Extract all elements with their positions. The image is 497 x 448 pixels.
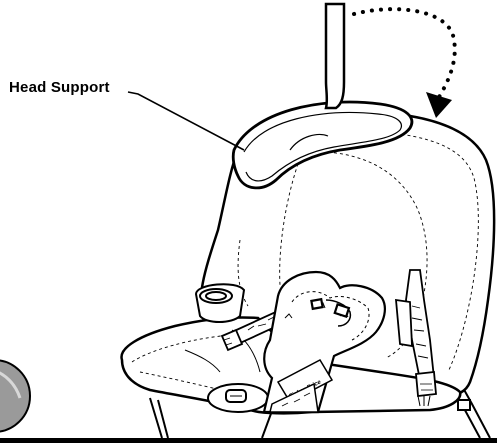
vibration-unit bbox=[207, 383, 269, 413]
inner-cushion-stitch-left bbox=[279, 157, 301, 286]
dotted-curved-arrow-icon bbox=[352, 7, 457, 118]
head-support-label: Head Support bbox=[9, 79, 110, 96]
head-support-strap bbox=[324, 2, 346, 110]
restraint-pad: Fisher-Price bbox=[262, 270, 386, 414]
side-stitch bbox=[237, 239, 249, 307]
logo-badge bbox=[276, 359, 334, 403]
toy-bar-mount bbox=[194, 283, 246, 323]
bottom-bar bbox=[0, 438, 497, 443]
left-buckle-strap bbox=[220, 308, 288, 352]
callout-leader-line bbox=[127, 91, 245, 151]
gray-round-button bbox=[0, 359, 31, 433]
right-buckle-strap bbox=[395, 269, 437, 407]
